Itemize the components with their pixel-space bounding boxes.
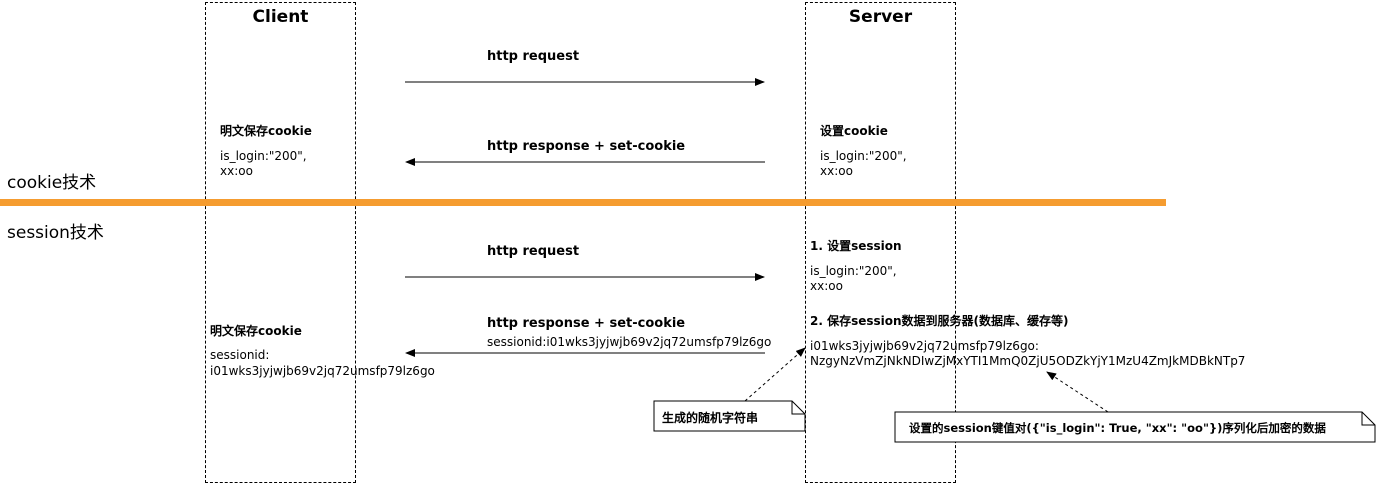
cookie-client-line1: is_login:"200", [220, 149, 307, 163]
session-response-label: http response + set-cookie [487, 316, 686, 331]
session-client-title: 明文保存cookie [210, 324, 302, 338]
session-client-line2: i01wks3jyjwjb69v2jq72umsfp79lz6go [210, 364, 435, 378]
client-lane-title: Client [252, 7, 309, 27]
encrypted-data-note: 设置的session键值对({"is_login": True, "xx": "… [909, 421, 1326, 435]
server-lane [805, 2, 956, 483]
cookie-client-line2: xx:oo [220, 164, 253, 178]
cookie-request-label: http request [487, 49, 580, 64]
encrypted-data-connector [1046, 371, 1109, 413]
session-section-label: session技术 [7, 223, 104, 243]
cookie-client-title: 明文保存cookie [220, 124, 312, 138]
random-string-connector [744, 347, 806, 402]
session-client-line1: sessionid: [210, 348, 270, 362]
cookie-response-label: http response + set-cookie [487, 139, 686, 154]
random-string-note-box [653, 400, 806, 432]
cookie-section-label: cookie技术 [7, 173, 97, 193]
client-lane [205, 2, 356, 483]
section-divider [0, 199, 1166, 206]
server-lane-title: Server [848, 7, 913, 27]
encrypted-data-note-box [894, 411, 1376, 443]
random-string-note: 生成的随机字符串 [662, 411, 759, 425]
session-request-label: http request [487, 244, 580, 259]
session-server-step1-line1: is_login:"200", [810, 264, 897, 278]
session-server-step1-line2: xx:oo [810, 279, 843, 293]
session-server-step1-title: 1. 设置session [810, 239, 902, 253]
session-server-step2-line2: NzgyNzVmZjNkNDIwZjMxYTI1MmQ0ZjU5ODZkYjY1… [810, 354, 1246, 368]
cookie-server-title: 设置cookie [820, 124, 888, 138]
session-server-step2-title: 2. 保存session数据到服务器(数据库、缓存等) [810, 314, 1069, 328]
session-server-step2-line1: i01wks3jyjwjb69v2jq72umsfp79lz6go: [810, 339, 1039, 353]
cookie-server-line2: xx:oo [820, 164, 853, 178]
session-response-sessionid: sessionid:i01wks3jyjwjb69v2jq72umsfp79lz… [487, 335, 772, 349]
cookie-server-line1: is_login:"200", [820, 149, 907, 163]
